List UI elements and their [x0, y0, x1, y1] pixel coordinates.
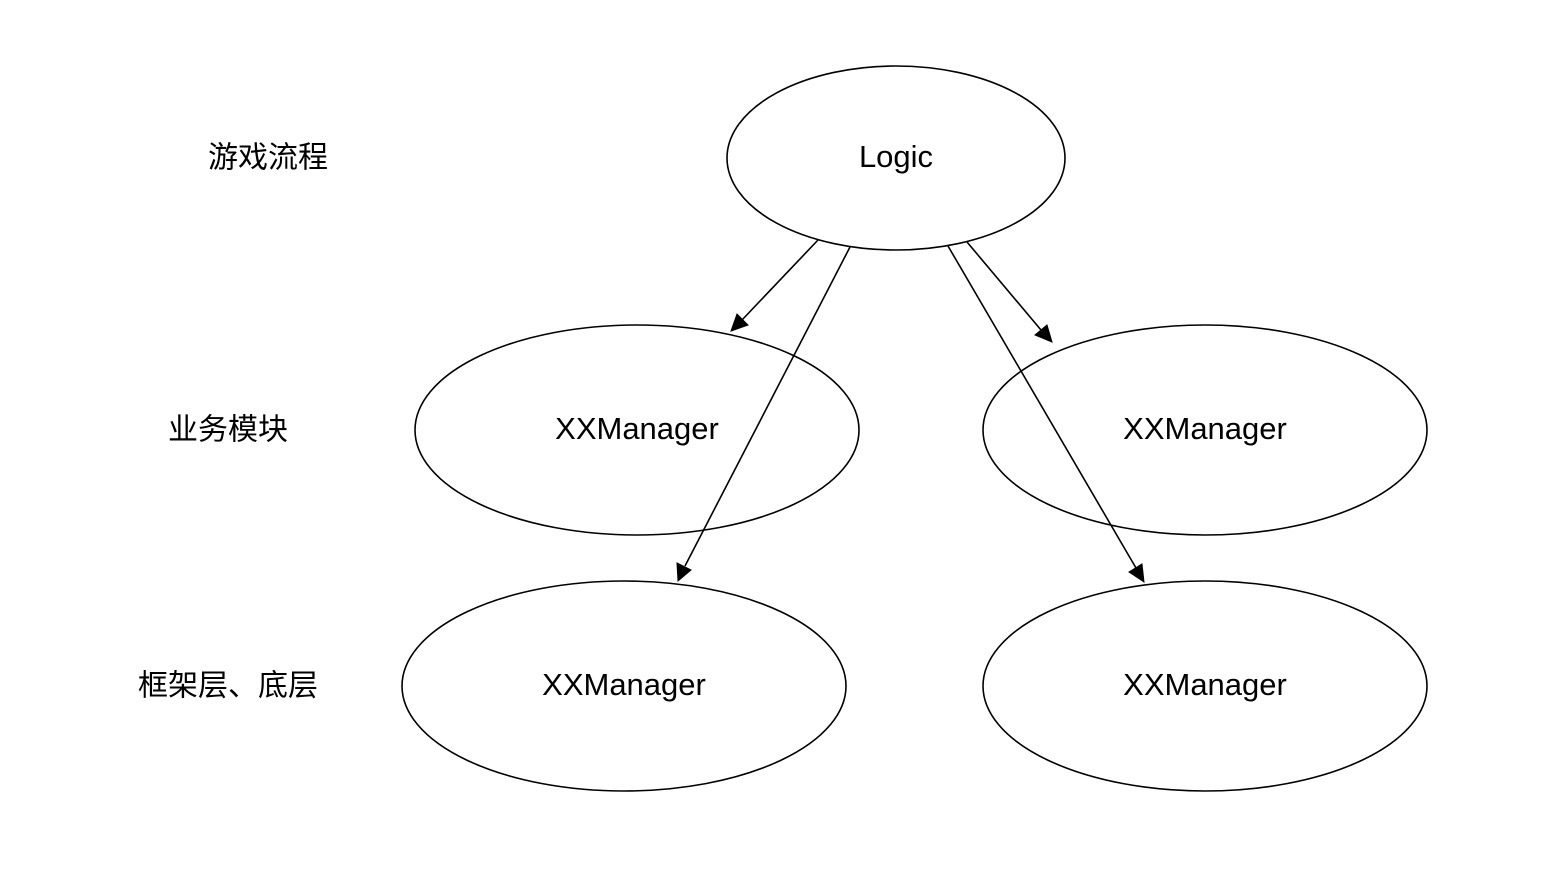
arrowhead-icon — [1034, 324, 1053, 343]
edge-line — [947, 245, 1137, 569]
node-base-left-label: XXManager — [542, 667, 706, 702]
edge-logic-to-biz-left — [730, 239, 819, 332]
layer-label-top: 游戏流程 — [208, 141, 328, 176]
node-base-right[interactable]: XXManager — [982, 580, 1428, 792]
edge-logic-to-biz-right — [966, 241, 1053, 343]
node-base-left[interactable]: XXManager — [401, 580, 847, 792]
node-logic[interactable]: Logic — [726, 65, 1066, 251]
edge-logic-to-base-right — [947, 245, 1145, 584]
layer-label-bottom: 框架层、底层 — [138, 669, 318, 704]
node-biz-left-label: XXManager — [555, 411, 719, 446]
node-base-right-shape — [982, 580, 1428, 792]
layer-label-middle: 业务模块 — [168, 413, 288, 448]
node-biz-left-shape — [414, 324, 860, 536]
node-base-left-shape — [401, 580, 847, 792]
node-biz-right[interactable]: XXManager — [982, 324, 1428, 536]
arrowhead-icon — [676, 562, 692, 583]
node-biz-right-label: XXManager — [1123, 411, 1287, 446]
node-logic-label: Logic — [859, 139, 933, 174]
edge-line — [684, 246, 851, 567]
edge-line — [741, 239, 819, 321]
arrowhead-icon — [1128, 563, 1145, 584]
node-biz-right-shape — [982, 324, 1428, 536]
node-biz-left[interactable]: XXManager — [414, 324, 860, 536]
node-base-right-label: XXManager — [1123, 667, 1287, 702]
arrowhead-icon — [730, 313, 749, 332]
edge-logic-to-base-left — [676, 246, 851, 583]
node-logic-shape — [726, 65, 1066, 251]
edge-line — [966, 241, 1042, 331]
